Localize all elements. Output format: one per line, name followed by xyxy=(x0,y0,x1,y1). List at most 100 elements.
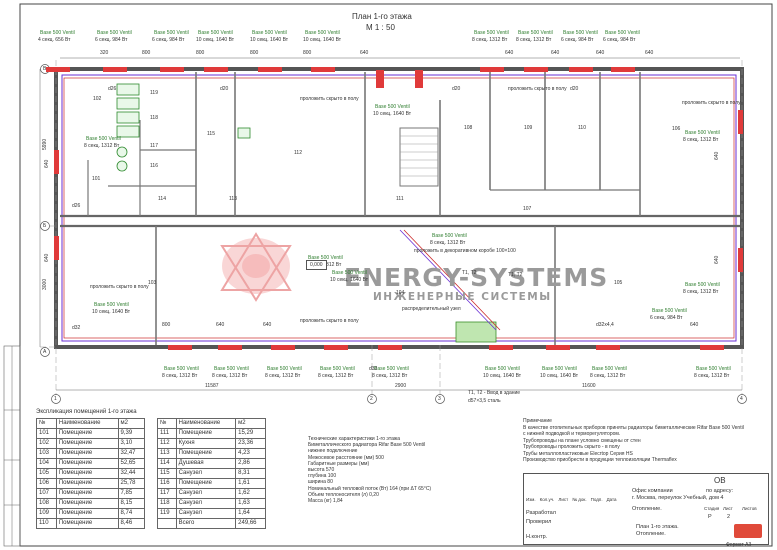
radiator-bottom-spec: 8 секц. 1312 Вт xyxy=(162,373,198,379)
room-number: 108 xyxy=(464,125,473,131)
table-cell: 107 xyxy=(36,488,57,499)
dim-left: 5990 xyxy=(42,138,48,150)
nkontr-label: Н.контр. xyxy=(526,534,548,540)
tech-line: высота 570 xyxy=(308,467,335,474)
note-input-pipe: d57×3,5 сталь xyxy=(468,398,501,404)
pipe-loop xyxy=(61,74,737,342)
radiator-top-spec: 10 секц. 1640 Вт xyxy=(196,37,235,43)
stamp-col-head: Дата xyxy=(606,497,617,502)
radiator-top-spec: 8 секц. 1312 Вт xyxy=(516,37,552,43)
note-input: Т1, Т2 - Ввод в здание xyxy=(468,390,521,396)
dim-left: 3000 xyxy=(42,278,48,290)
drawing-scale: М 1 : 50 xyxy=(366,23,395,32)
explication-header: № xyxy=(157,418,177,429)
radiator-bottom-name: Base 500 Ventil xyxy=(696,366,731,372)
room-number: 105 xyxy=(614,280,623,286)
table-cell: Санузел xyxy=(175,498,237,509)
radiator-inner-name: Base 500 Ventil xyxy=(86,136,121,142)
radiator-mark xyxy=(596,345,620,350)
elevation-mark: 0,000 xyxy=(306,260,327,270)
radiator-top-spec: 6 секц. 984 Вт xyxy=(152,37,185,43)
tech-line: Номинальный тепловой поток (Вт) 164 (при… xyxy=(308,485,432,492)
note-line: В качестве отопительных приборов приняты… xyxy=(523,424,744,431)
razrab-label: Разработал xyxy=(526,510,556,516)
table-cell: 101 xyxy=(36,428,57,439)
room-number: 110 xyxy=(578,125,586,131)
table-cell: 117 xyxy=(157,488,177,499)
tech-line: Объем теплоносителя (л) 0,20 xyxy=(308,491,379,498)
tech-line: Технические характеристики 1-го этажа xyxy=(308,436,401,442)
company-name: Офис компании xyxy=(632,488,673,494)
radiator-mark xyxy=(324,345,348,350)
radiator-mark xyxy=(611,67,635,72)
table-cell: 8,46 xyxy=(117,518,145,529)
stage-label: Стадия xyxy=(704,506,720,511)
radiator-bottom-name: Base 500 Ventil xyxy=(214,366,249,372)
radiator-top-spec: 8 секц. 1312 Вт xyxy=(472,37,508,43)
watermark-tagline: ИНЖЕНЕРНЫЕ СИСТЕМЫ xyxy=(373,291,552,303)
radiator-top-name: Base 500 Ventil xyxy=(154,30,189,36)
table-cell: Помещение xyxy=(55,458,119,469)
table-cell: 106 xyxy=(36,478,57,489)
radiator-bottom-name: Base 500 Ventil xyxy=(267,366,302,372)
radiator-top-spec: 10 секц. 1640 Вт xyxy=(303,37,342,43)
tech-line: Масса (кг) 1,84 xyxy=(308,498,343,505)
table-cell: 1,64 xyxy=(235,508,266,519)
radiator-top-spec: 4 секц. 656 Вт xyxy=(38,37,71,43)
radiator-mark xyxy=(569,67,593,72)
sheets-label: Листов xyxy=(742,506,757,511)
axis-number: 4 xyxy=(740,396,743,402)
room-number: 118 xyxy=(150,115,158,121)
dim-side: 640 xyxy=(714,255,720,264)
dim-side: 640 xyxy=(714,151,720,160)
axis-number: 1 xyxy=(54,396,57,402)
table-cell: 104 xyxy=(36,458,57,469)
table-cell: 8,15 xyxy=(117,498,145,509)
table-cell: 113 xyxy=(157,448,177,459)
room-number: 107 xyxy=(523,206,532,212)
table-cell: Помещение xyxy=(55,518,119,529)
room-number: 117 xyxy=(150,143,158,149)
room-number: 116 xyxy=(150,163,158,169)
dim-inner: 640 xyxy=(263,322,272,328)
radiator-inner-spec: 8 секц. 1312 Вт xyxy=(683,289,719,295)
radiator-mark xyxy=(524,67,548,72)
radiator-bottom-name: Base 500 Ventil xyxy=(542,366,577,372)
table-cell: 115 xyxy=(157,468,177,479)
radiator-bottom-spec: 8 секц. 1312 Вт xyxy=(372,373,408,379)
note-line: Примечание xyxy=(523,418,552,424)
radiator-mark xyxy=(103,67,127,72)
axis-number: 2 xyxy=(370,396,373,402)
stamp-col-head: Лист xyxy=(558,497,569,502)
radiator-bottom-name: Base 500 Ventil xyxy=(164,366,199,372)
radiator-bottom-spec: 10 секц. 1640 Вт xyxy=(540,373,579,379)
table-cell: Помещение xyxy=(55,468,119,479)
dim-inner: d32x4,4 xyxy=(596,322,614,328)
table-cell: 102 xyxy=(36,438,57,449)
sheet-title-1: План 1-го этажа. xyxy=(636,524,679,530)
radiator-top-name: Base 500 Ventil xyxy=(305,30,340,36)
radiator-mark xyxy=(258,67,282,72)
radiator-top-name: Base 500 Ventil xyxy=(252,30,287,36)
note-line: Производство приобрести в продукции тепл… xyxy=(523,457,677,463)
dim-side: 640 xyxy=(44,253,50,262)
radiator-bottom-name: Base 500 Ventil xyxy=(320,366,355,372)
dim-top: 640 xyxy=(360,50,369,56)
note-t1t2: Т1, Т2 xyxy=(462,270,477,276)
room-number: 102 xyxy=(93,96,102,102)
table-cell: 1,62 xyxy=(235,488,266,499)
dim-top: 800 xyxy=(142,50,151,56)
table-cell: Кухня xyxy=(175,438,237,449)
dim-bottom: 11600 xyxy=(582,383,596,389)
radiator-mark xyxy=(168,345,192,350)
